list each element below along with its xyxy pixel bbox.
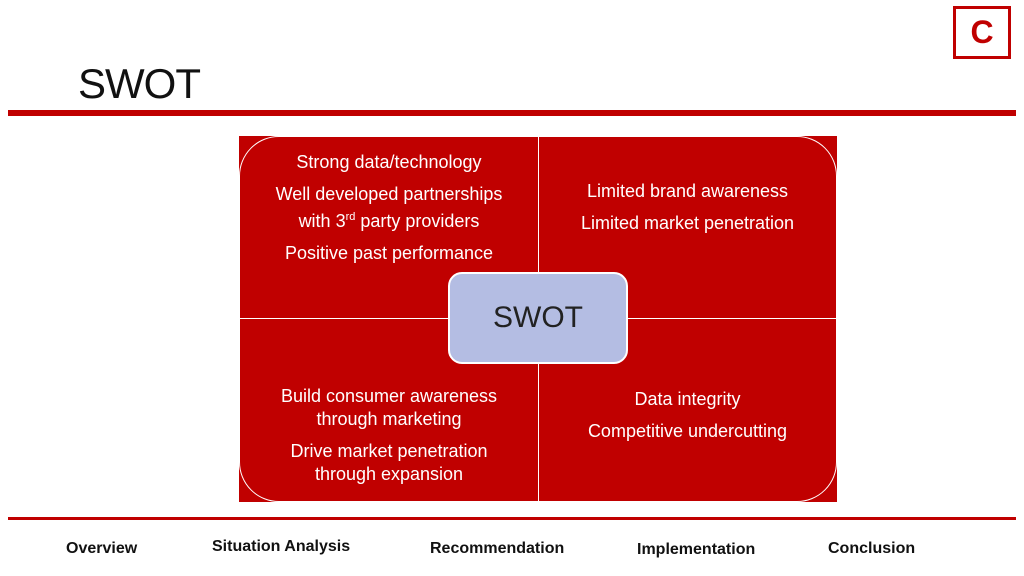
swot-center-label: SWOT <box>448 272 628 364</box>
opportunities-quadrant: Build consumer awareness through marketi… <box>239 318 539 502</box>
strength-item: Strong data/technology <box>296 151 482 172</box>
strength-item: Well developed partnerships with 3rd par… <box>275 183 503 231</box>
weakness-item: Limited market penetration <box>580 213 795 233</box>
nav-situation-analysis[interactable]: Situation Analysis <box>212 538 351 555</box>
opportunity-item: Build consumer awareness through marketi… <box>280 385 498 429</box>
nav-conclusion[interactable]: Conclusion <box>828 540 916 557</box>
nav-implementation[interactable]: Implementation <box>637 541 756 558</box>
logo-badge: C <box>953 6 1011 59</box>
page-title: SWOT <box>78 60 201 107</box>
threat-item: Competitive undercutting <box>587 420 788 441</box>
opportunity-item: Drive market penetration through expansi… <box>290 440 488 484</box>
footer-divider <box>8 517 1016 520</box>
nav-overview[interactable]: Overview <box>66 540 138 557</box>
strengths-quadrant: Strong data/technology Well developed pa… <box>239 136 539 319</box>
threat-item: Data integrity <box>634 388 741 409</box>
strength-item: Positive past performance <box>284 242 494 263</box>
nav-recommendation[interactable]: Recommendation <box>430 540 565 557</box>
logo-letter: C <box>970 14 994 50</box>
weakness-item: Limited brand awareness <box>586 181 789 201</box>
title-divider <box>8 110 1016 116</box>
